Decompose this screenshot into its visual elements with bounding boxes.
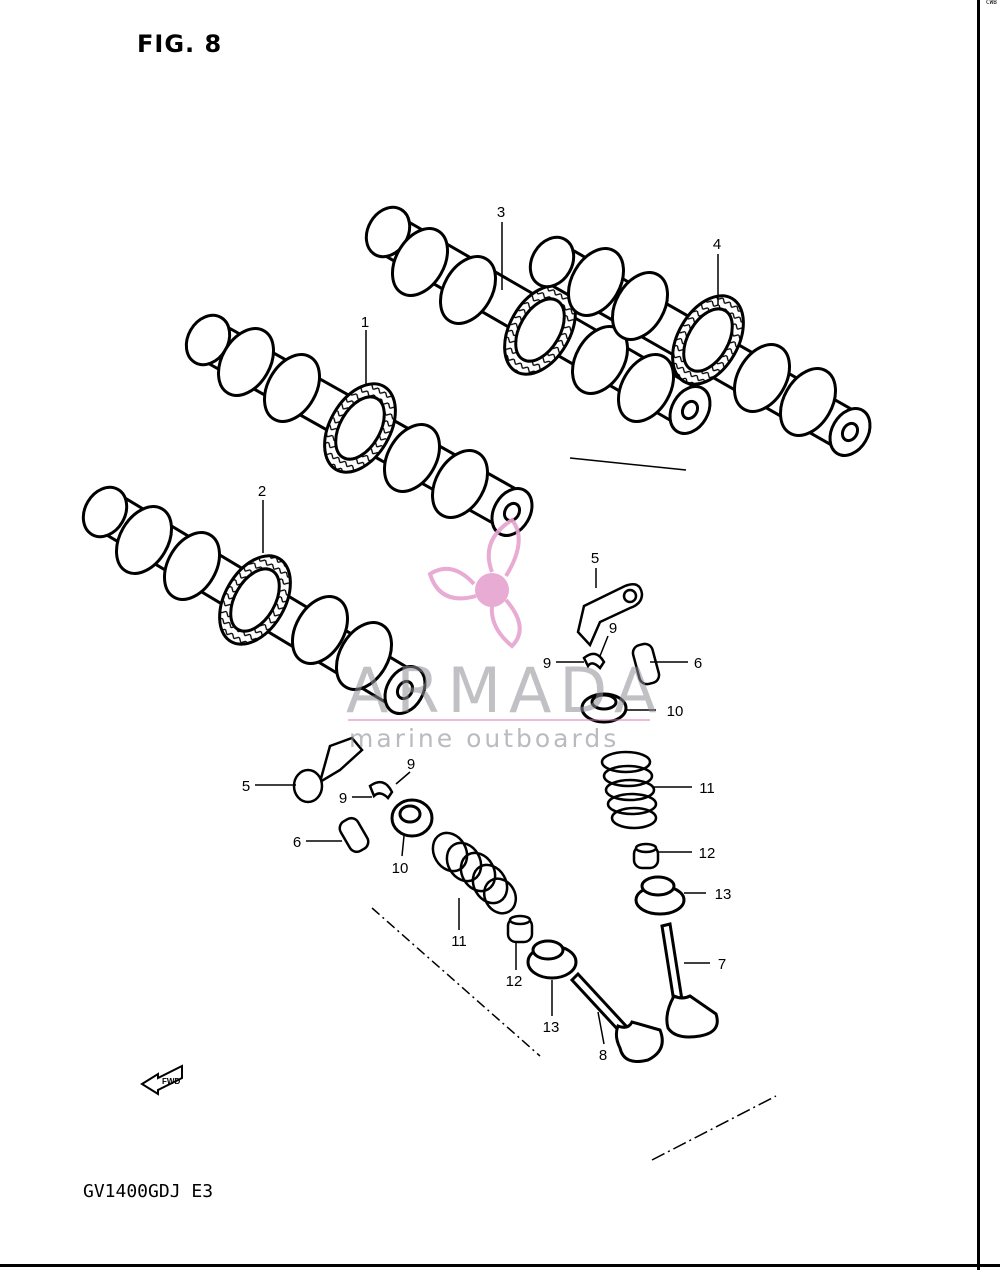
watermark-underline [348, 719, 650, 721]
spring-seat-lower [526, 939, 578, 980]
callout-11-upper: 11 [699, 780, 715, 797]
callout-13-lower: 13 [543, 1019, 560, 1036]
watermark-name: ARMADA [346, 654, 665, 727]
callout-13-upper: 13 [715, 886, 732, 903]
callout-9-lower-b: 9 [339, 790, 347, 807]
retainer-upper [580, 692, 628, 724]
rocker-arm-upper [576, 583, 644, 648]
callout-10-upper: 10 [667, 703, 684, 720]
callout-9-upper-a: 9 [609, 620, 617, 637]
callout-6-lower: 6 [293, 834, 301, 851]
right-frame-border [977, 0, 980, 1270]
callout-8: 8 [599, 1047, 607, 1064]
camshaft-3 [364, 205, 712, 435]
callout-9-lower-a: 9 [407, 756, 415, 773]
callout-labels: 1 2 3 4 5 5 6 6 7 8 9 9 9 9 10 10 11 11 … [242, 204, 732, 1064]
callout-10-lower: 10 [392, 860, 409, 877]
spring-seat-upper [634, 875, 686, 916]
valve-spring-lower [431, 831, 518, 915]
camshaft-2 [81, 485, 427, 715]
adjuster-lower [338, 816, 370, 854]
rocker-arm-lower [292, 736, 364, 804]
armada-propeller-logo [427, 517, 522, 649]
model-code: GV1400GDJ E3 [83, 1181, 214, 1202]
valve-7 [660, 922, 719, 1039]
reference-lines [371, 457, 777, 1161]
valve-spring-upper [600, 750, 658, 830]
camshaft-4 [528, 235, 872, 457]
leader-lines [255, 222, 719, 1045]
callout-5-upper: 5 [591, 550, 599, 567]
cotter-lower [368, 780, 394, 800]
callout-6-upper: 6 [694, 655, 702, 672]
callout-4: 4 [713, 236, 721, 253]
stem-seal-lower [506, 914, 534, 944]
callout-2: 2 [258, 483, 266, 500]
callout-12-upper: 12 [699, 845, 716, 862]
retainer-lower [390, 798, 434, 838]
callout-12-lower: 12 [506, 973, 523, 990]
fwd-arrow-icon: FWD [140, 1064, 183, 1096]
callout-9-upper-b: 9 [543, 655, 551, 672]
fwd-label: FWD [162, 1077, 180, 1086]
corner-mark: CWB [986, 0, 997, 6]
callout-1: 1 [361, 314, 369, 331]
stem-seal-upper [632, 842, 660, 870]
callout-11-lower: 11 [451, 933, 467, 950]
watermark-tagline: marine outboards [349, 724, 620, 753]
cotter-upper [582, 652, 606, 670]
camshaft-1 [184, 313, 534, 537]
figure-title: FIG. 8 [137, 30, 223, 58]
callout-3: 3 [497, 204, 505, 221]
bottom-frame-border [0, 1264, 1000, 1267]
callout-5-lower: 5 [242, 778, 250, 795]
valve-8 [569, 971, 664, 1063]
callout-7: 7 [718, 956, 726, 973]
